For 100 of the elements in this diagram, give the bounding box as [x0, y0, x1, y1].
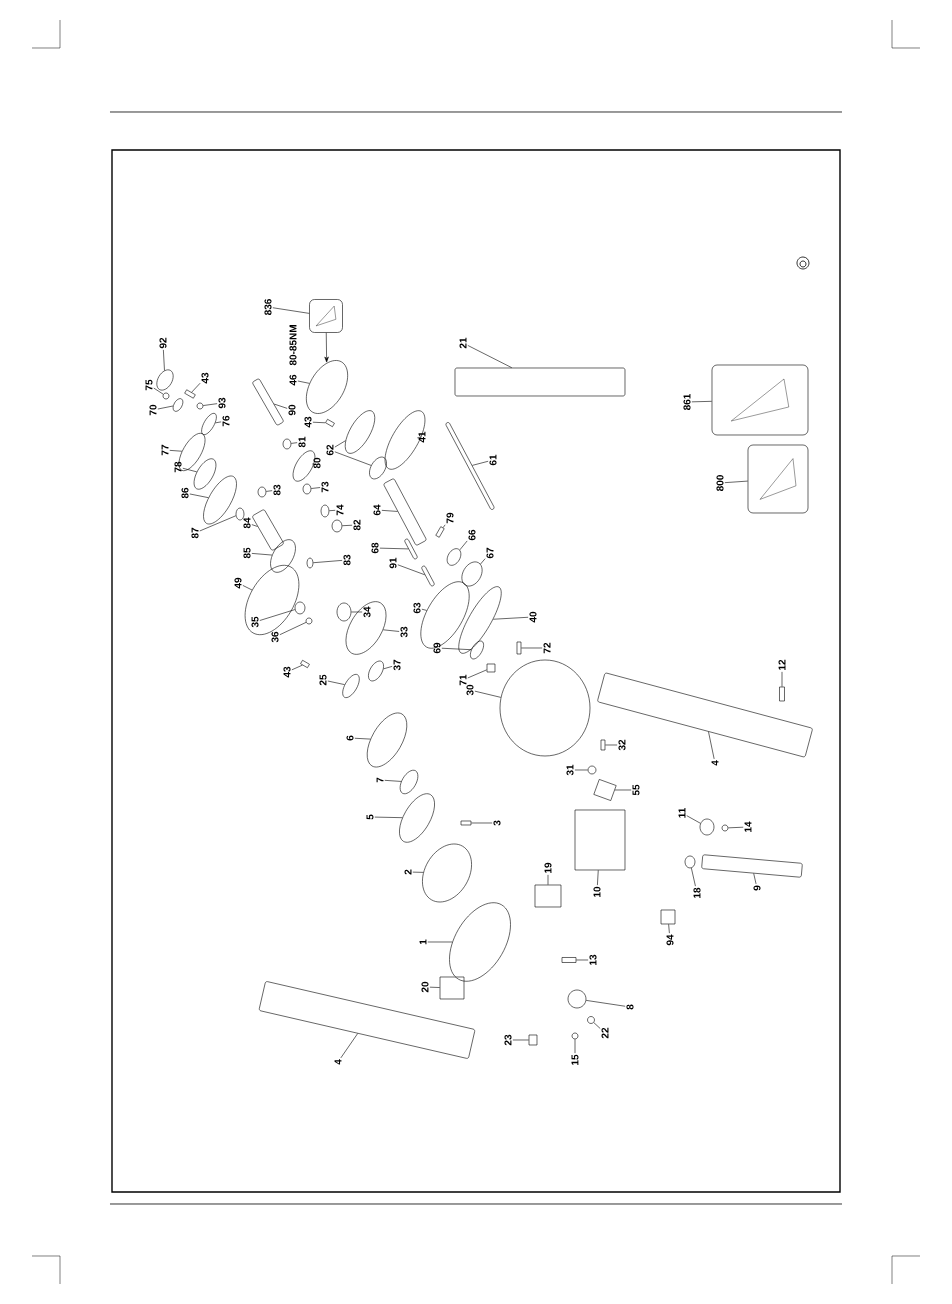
- leader-line: [279, 622, 307, 635]
- small-part: [593, 779, 617, 801]
- callout-number: 21: [459, 337, 467, 349]
- leader-line: [381, 510, 398, 512]
- leader-line: [329, 510, 336, 511]
- callout-number: 25: [319, 674, 327, 686]
- round-part: [257, 486, 267, 498]
- callout-number: 78: [174, 461, 182, 473]
- callout-number: 76: [222, 415, 230, 427]
- callout-number: 75: [145, 379, 153, 391]
- leader-line: [297, 380, 310, 384]
- round-part: [162, 392, 170, 400]
- callout-number: 71: [459, 674, 467, 686]
- torque-value: 80-85NM: [289, 325, 297, 366]
- callout-number: 70: [149, 404, 157, 416]
- callout-number: 85: [243, 547, 251, 559]
- leader-line: [310, 487, 321, 489]
- round-part: [422, 843, 472, 903]
- small-part: [779, 686, 785, 702]
- leader-line: [547, 874, 549, 885]
- callout-number: 40: [529, 611, 537, 623]
- round-part: [446, 548, 462, 566]
- long-part: [383, 478, 427, 546]
- leader-line: [382, 629, 400, 632]
- leader-line: [290, 442, 298, 444]
- long-part: [445, 422, 495, 510]
- leader-line: [429, 986, 440, 988]
- callout-number: 82: [353, 519, 361, 531]
- leader-line: [593, 1022, 601, 1029]
- callout-number: 15: [571, 1054, 579, 1065]
- callout-number: 9: [753, 885, 761, 891]
- callout-number: 37: [393, 659, 401, 671]
- small-part: [600, 739, 606, 751]
- round-part: [306, 557, 314, 569]
- round-part: [344, 410, 376, 454]
- callout-number: 92: [159, 337, 167, 349]
- leader-line: [686, 815, 701, 824]
- leader-line: [163, 349, 165, 371]
- round-part: [294, 601, 306, 615]
- round-part: [172, 398, 184, 412]
- leader-line: [412, 871, 424, 873]
- callout-number: 11: [678, 808, 686, 818]
- round-part: [345, 601, 387, 655]
- leader-line: [334, 440, 346, 448]
- leader-line: [421, 608, 427, 611]
- key-picture-box: [309, 299, 343, 333]
- callout-number: 87: [191, 527, 199, 539]
- round-part: [384, 410, 426, 470]
- callout-number: 836: [264, 299, 272, 315]
- callout-number: 18: [693, 887, 701, 898]
- callout-number: 1: [419, 939, 427, 945]
- leader-line: [334, 451, 372, 466]
- small-part: [486, 663, 496, 673]
- arrow: [324, 332, 329, 363]
- leader-line: [471, 822, 493, 824]
- small-part: [534, 884, 562, 908]
- callout-number: 66: [468, 529, 476, 541]
- leader-line: [605, 744, 618, 746]
- leader-line: [416, 436, 422, 439]
- round-part: [156, 369, 174, 391]
- callout-number: 861: [683, 393, 691, 410]
- callout-number: 69: [433, 642, 441, 654]
- callout-number: 2: [404, 869, 412, 875]
- leader-line: [724, 480, 748, 483]
- round-part: [305, 617, 313, 625]
- round-part: [235, 507, 245, 521]
- leader-line: [169, 450, 183, 452]
- callout-number: 32: [618, 739, 626, 751]
- round-part: [306, 360, 348, 414]
- leader-line: [480, 558, 486, 565]
- leader-line: [327, 680, 345, 685]
- long-part: [252, 378, 284, 426]
- round-part: [721, 824, 729, 832]
- case-picture-box: [711, 364, 809, 436]
- leader-line: [379, 547, 409, 550]
- leader-line: [199, 515, 237, 532]
- small-part: [460, 820, 472, 826]
- leader-line: [427, 941, 453, 943]
- leader-line: [242, 585, 253, 591]
- callout-number: 36: [271, 631, 279, 643]
- small-part: [439, 976, 465, 1000]
- round-part: [699, 818, 715, 836]
- callout-number: 23: [504, 1034, 512, 1046]
- callout-number: 64: [373, 504, 381, 516]
- callout-number: 31: [566, 764, 574, 776]
- leader-line: [272, 307, 310, 314]
- long-part: [404, 538, 418, 560]
- round-part: [368, 660, 384, 682]
- leader-line: [614, 789, 632, 791]
- leader-line: [153, 387, 164, 395]
- leader-line: [354, 737, 371, 740]
- callout-number: 67: [486, 547, 494, 559]
- callout-number: 43: [304, 416, 312, 428]
- callout-number: 83: [273, 484, 281, 496]
- small-part: [184, 389, 196, 399]
- round-part: [567, 989, 587, 1009]
- round-part: [270, 539, 296, 573]
- leader-line: [311, 463, 315, 465]
- small-part: [660, 909, 676, 925]
- callout-number: 46: [289, 374, 297, 386]
